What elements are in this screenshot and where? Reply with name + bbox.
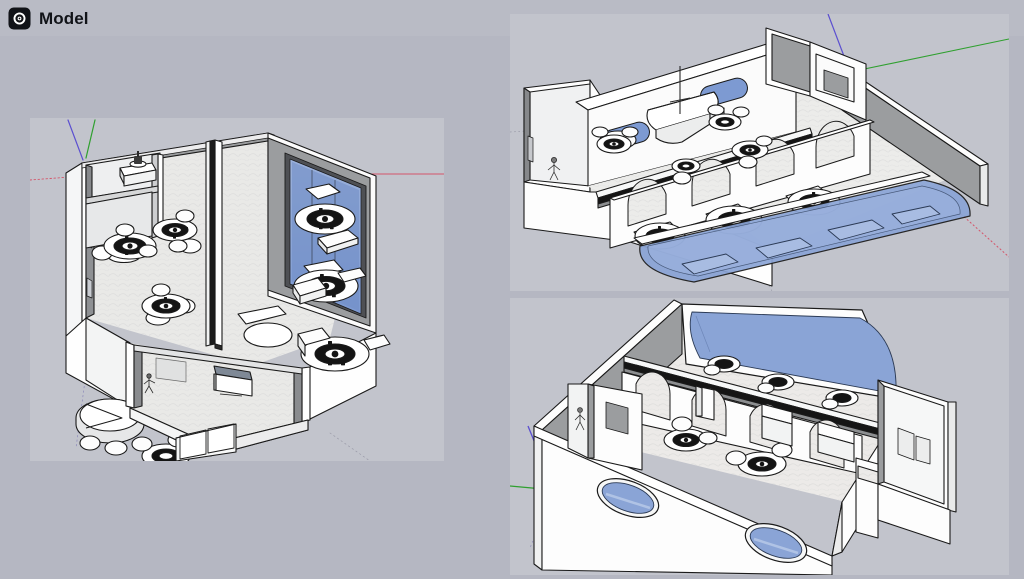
building-model-topright <box>523 27 989 287</box>
table-group <box>707 104 750 131</box>
table-group <box>294 183 359 255</box>
aperture-target-icon <box>8 6 31 30</box>
table-group <box>152 209 202 254</box>
table-group <box>297 327 391 372</box>
table-group <box>591 126 639 154</box>
model-view-left[interactable] <box>30 118 444 461</box>
table-group <box>91 223 158 264</box>
axis-green-left <box>85 119 96 159</box>
table-group <box>731 135 773 169</box>
axis-blue-left <box>67 119 84 161</box>
model-canvas-botright <box>510 298 1009 575</box>
window-oval <box>596 478 660 518</box>
axis-green-neg-left <box>329 432 371 461</box>
glazed-facade <box>639 179 971 283</box>
scale-figure <box>574 407 586 431</box>
axis-green-topright <box>849 38 1009 73</box>
model-view-botright[interactable] <box>510 298 1009 575</box>
table-group <box>141 283 196 326</box>
table-group <box>757 373 795 394</box>
building-model-left <box>65 132 391 461</box>
table-group <box>821 389 859 410</box>
table-group <box>725 442 793 477</box>
window-oval <box>744 523 808 563</box>
table-group <box>237 207 327 348</box>
table-group <box>671 158 701 185</box>
scale-figure <box>547 156 561 181</box>
page-title: Model <box>39 8 89 28</box>
bar-counter <box>75 398 145 456</box>
table-group <box>292 259 367 305</box>
table-group <box>703 355 741 376</box>
model-canvas-topright <box>510 14 1009 291</box>
model-canvas-left <box>30 118 444 461</box>
model-view-topright[interactable] <box>510 14 1009 291</box>
scale-figure <box>143 373 156 394</box>
table-group <box>663 416 718 452</box>
entry-doors <box>175 423 237 461</box>
building-model-botright <box>533 299 957 575</box>
